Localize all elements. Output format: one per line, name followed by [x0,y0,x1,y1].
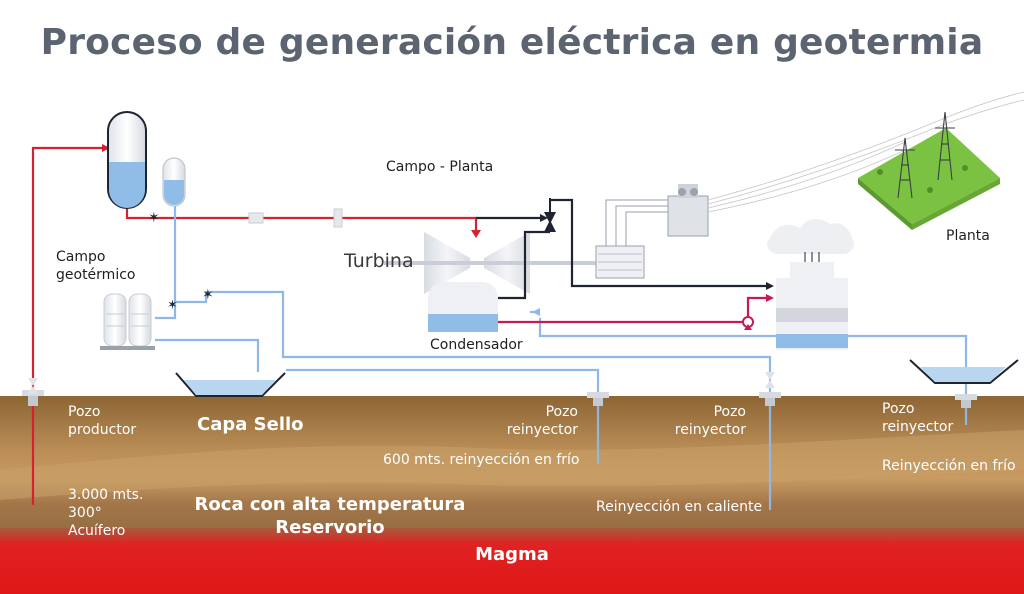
separator-water [109,162,145,208]
pond-right [909,359,1019,384]
well-head-reinyector-c [955,394,977,408]
pump [742,316,754,330]
pond-left [175,372,286,397]
label-campo-geotermico-line1: Campo [56,249,106,265]
well-head-productor [22,378,44,406]
label-pozo-reinyector-a: Pozo reinyector [488,403,578,439]
well-head-reinyector-a [587,392,609,406]
plant-area [858,111,1000,230]
generator [595,199,668,279]
label-depth: 3.000 mts. 300° Acuífero [68,486,143,540]
page-title: Proceso de generación eléctrica en geote… [40,22,984,63]
cold-arrow [532,308,540,316]
hot-arrow-top [102,144,110,152]
label-pozo-productor-line1: Pozo [68,404,101,420]
label-roca: Roca con alta temperatura Reservorio [190,493,470,539]
condenser [428,282,498,332]
storage-tanks [100,293,155,350]
label-reinyeccion-caliente: Reinyección en caliente [596,499,763,515]
dark-pipe [476,198,768,300]
secondary-water [164,180,184,205]
label-600-reinyeccion-frio: 600 mts. reinyección en frío [383,452,580,468]
valve-icon: ✶ [167,297,178,312]
capa-sello-band [0,430,1024,500]
label-turbina: Turbina [344,250,414,272]
label-capa-sello: Capa Sello [197,414,304,435]
power-lines [707,91,1024,213]
pipe-fitting [333,208,343,228]
label-pozo-reinyector-b-line2: reinyector [674,422,746,438]
label-pozo-reinyector-b: Pozo reinyector [656,403,746,439]
label-pozo-reinyector-a-line1: Pozo [545,404,578,420]
label-pozo-reinyector-a-line2: reinyector [506,422,578,438]
label-pozo-reinyector-c-line2: reinyector [882,419,954,435]
valve-icon: ✶ [202,286,214,302]
label-pozo-productor-line2: productor [68,422,137,438]
valve-icon: ✶ [148,209,160,225]
label-pozo-reinyector-c: Pozo reinyector [882,400,953,436]
cooling-tower [767,218,854,350]
label-planta: Planta [946,228,990,244]
label-roca-line2: Reservorio [275,517,385,538]
well-head-reinyector-b [759,372,781,406]
control-valve [544,198,556,232]
dark-arrow [766,282,774,290]
magma-layer [0,528,1024,594]
label-campo-planta: Campo - Planta [386,159,494,175]
label-depth-line1: 3.000 mts. [68,487,144,503]
pump-arrow [766,294,774,302]
label-pozo-reinyector-b-line1: Pozo [713,404,746,420]
label-pozo-reinyector-c-line1: Pozo [882,401,915,417]
transformer [667,184,709,237]
pipe-fitting [248,212,264,224]
turbine [384,232,598,294]
label-campo-geotermico: Campo geotérmico [56,248,135,284]
label-reinyeccion-frio: Reinyección en frío [882,458,1016,474]
label-condensador: Condensador [430,337,523,353]
label-roca-line1: Roca con alta temperatura [194,494,466,515]
dark-arrow [540,214,548,222]
label-magma: Magma [475,544,549,565]
label-depth-line2: 300° [68,505,102,521]
label-depth-line3: Acuífero [68,523,126,539]
hot-arrow [471,230,481,238]
label-pozo-productor: Pozo productor [68,403,136,439]
label-campo-geotermico-line2: geotérmico [56,267,136,283]
